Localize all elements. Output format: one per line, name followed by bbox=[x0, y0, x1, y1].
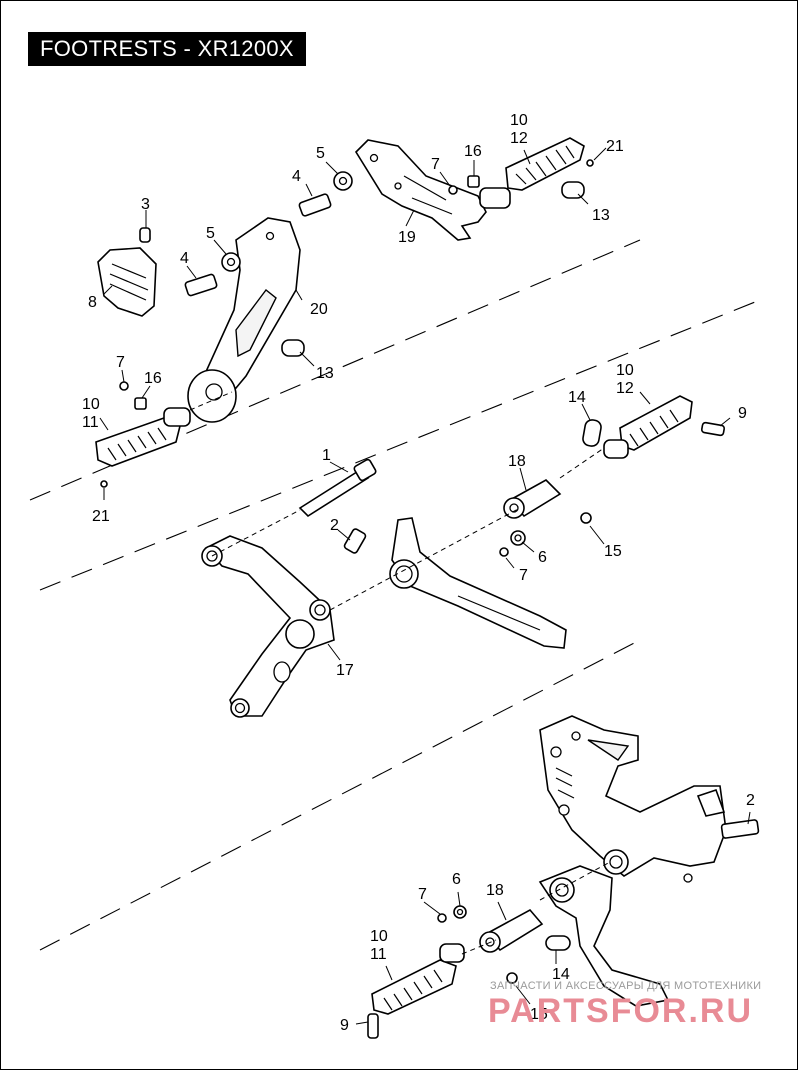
mount-plate-8 bbox=[97, 247, 157, 317]
pin-13-left bbox=[281, 339, 305, 357]
callout-2: 2 bbox=[330, 517, 339, 534]
watermark-tagline: ЗАПЧАСТИ И АКСЕССУАРЫ ДЛЯ МОТОТЕХНИКИ bbox=[490, 980, 761, 992]
callout-13: 13 bbox=[592, 207, 610, 224]
brake-lever-lower bbox=[538, 865, 670, 1007]
shift-lever bbox=[389, 517, 567, 649]
callout-18: 18 bbox=[486, 882, 504, 899]
page-title: FOOTRESTS - XR1200X bbox=[28, 32, 306, 66]
bolt-4-lower bbox=[184, 273, 218, 297]
clip-15-lower bbox=[506, 972, 518, 984]
pin-14-lower bbox=[545, 935, 571, 951]
callout-17: 17 bbox=[336, 662, 354, 679]
callout-19: 19 bbox=[398, 229, 416, 246]
callout-9: 9 bbox=[738, 405, 747, 422]
callout-15: 15 bbox=[530, 1006, 548, 1023]
clip-15-middle bbox=[580, 512, 592, 524]
screw-3 bbox=[139, 227, 151, 243]
callout-11: 11 bbox=[370, 946, 387, 963]
callout-2: 2 bbox=[746, 792, 755, 809]
bracket-19 bbox=[354, 139, 487, 241]
long-bolt-1 bbox=[298, 458, 377, 518]
footpeg-11-lower bbox=[371, 943, 465, 1015]
callout-1: 1 bbox=[322, 447, 331, 464]
callout-4: 4 bbox=[292, 168, 301, 185]
bolt-4-upper bbox=[298, 193, 332, 217]
footrest-bracket-20 bbox=[187, 217, 301, 423]
pivot-18-lower bbox=[479, 908, 544, 953]
clip-7-upper bbox=[448, 185, 458, 195]
callout-7: 7 bbox=[418, 886, 427, 903]
footpeg-12-upper bbox=[479, 137, 585, 209]
clip-7-lower bbox=[437, 913, 447, 923]
callout-6: 6 bbox=[538, 549, 547, 566]
callout-5: 5 bbox=[316, 145, 325, 162]
callout-3: 3 bbox=[141, 196, 150, 213]
pin-13-upper bbox=[561, 181, 585, 199]
callout-10: 10 bbox=[510, 112, 528, 129]
section-divider-2 bbox=[39, 299, 761, 591]
bracket-17 bbox=[201, 535, 335, 718]
callout-14: 14 bbox=[568, 389, 586, 406]
clevis-pin-9-lower bbox=[367, 1013, 379, 1039]
washer-5-upper bbox=[333, 171, 353, 191]
pin-14-middle bbox=[582, 419, 602, 447]
callout-10: 10 bbox=[616, 362, 634, 379]
bolt-2-middle bbox=[343, 528, 367, 554]
plate-16-upper bbox=[467, 175, 480, 188]
bolt-2-lower bbox=[720, 819, 760, 839]
callout-15: 15 bbox=[604, 543, 622, 560]
callout-6: 6 bbox=[452, 871, 461, 888]
callout-11: 11 bbox=[82, 414, 99, 431]
callout-labels: 3 8 4 5 4 5 20 13 19 7 16 10 12 21 13 7 … bbox=[82, 112, 755, 1034]
callout-16: 16 bbox=[464, 143, 482, 160]
callout-21: 21 bbox=[92, 508, 110, 525]
watermark: ЗАПЧАСТИ И АКСЕССУАРЫ ДЛЯ МОТОТЕХНИКИ PA… bbox=[488, 980, 761, 1030]
callout-12: 12 bbox=[510, 130, 528, 147]
footpeg-12-middle bbox=[603, 395, 693, 459]
callout-7: 7 bbox=[116, 354, 125, 371]
leader-lines bbox=[99, 147, 751, 1025]
footpeg-11-left bbox=[95, 407, 191, 467]
clip-7-left bbox=[119, 381, 129, 391]
callout-16: 16 bbox=[144, 370, 162, 387]
clevis-pin-9-middle bbox=[700, 421, 726, 437]
washer-5-lower bbox=[221, 252, 241, 272]
washer-6-middle bbox=[510, 530, 526, 546]
callout-7: 7 bbox=[431, 156, 440, 173]
screw-21-left bbox=[100, 480, 108, 488]
callout-12: 12 bbox=[616, 380, 634, 397]
callout-18: 18 bbox=[508, 453, 526, 470]
callout-4: 4 bbox=[180, 250, 189, 267]
callout-10: 10 bbox=[82, 396, 100, 413]
callout-20: 20 bbox=[310, 301, 328, 318]
washer-6-lower bbox=[453, 905, 467, 919]
callout-8: 8 bbox=[88, 294, 97, 311]
callout-9: 9 bbox=[340, 1017, 349, 1034]
callout-10: 10 bbox=[370, 928, 388, 945]
callout-13: 13 bbox=[316, 365, 334, 382]
section-divider-3 bbox=[39, 639, 641, 951]
screw-21-upper bbox=[586, 159, 594, 167]
callout-21: 21 bbox=[606, 138, 624, 155]
callout-14: 14 bbox=[552, 966, 570, 983]
plate-16-left bbox=[134, 397, 147, 410]
callout-5: 5 bbox=[206, 225, 215, 242]
callout-7: 7 bbox=[519, 567, 528, 584]
pivot-18-middle bbox=[503, 479, 562, 519]
watermark-logo: PARTSFOR.RU bbox=[488, 992, 753, 1030]
mount-bracket-lower bbox=[539, 715, 727, 883]
clip-7-middle bbox=[499, 547, 509, 557]
